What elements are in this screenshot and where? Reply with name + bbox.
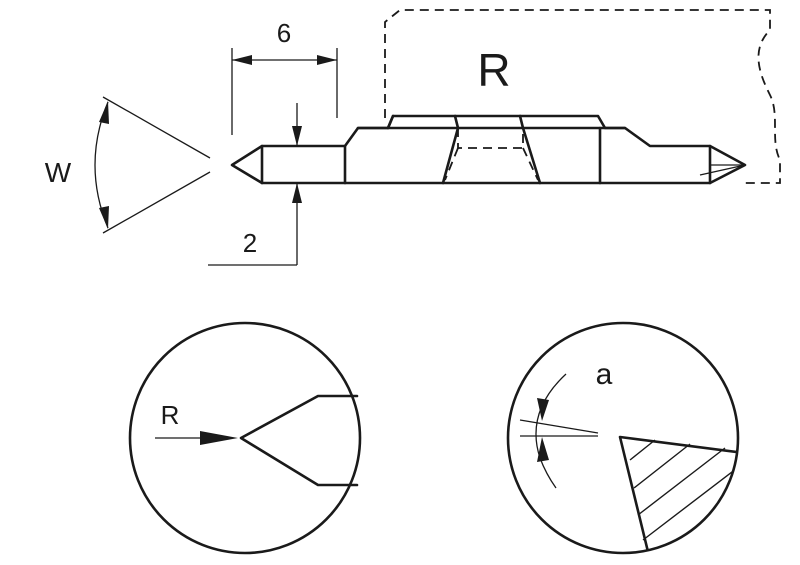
dimension-thickness-label: 2 bbox=[243, 228, 257, 258]
dimension-width-label: 6 bbox=[277, 18, 291, 48]
detail-circle-angle: a bbox=[506, 321, 740, 555]
dimension-thickness: 2 bbox=[208, 103, 302, 266]
angle-w: W bbox=[45, 96, 211, 234]
detail-circle-tip: R bbox=[128, 321, 362, 555]
detail-r-label: R bbox=[161, 400, 180, 430]
angle-w-label: W bbox=[45, 157, 72, 188]
shank-r-label: R bbox=[477, 44, 510, 96]
dimension-width: 6 bbox=[231, 18, 338, 135]
detail-a-label: a bbox=[596, 358, 613, 391]
holder-dashed-outline bbox=[384, 9, 781, 184]
blade-side-view bbox=[230, 114, 747, 185]
